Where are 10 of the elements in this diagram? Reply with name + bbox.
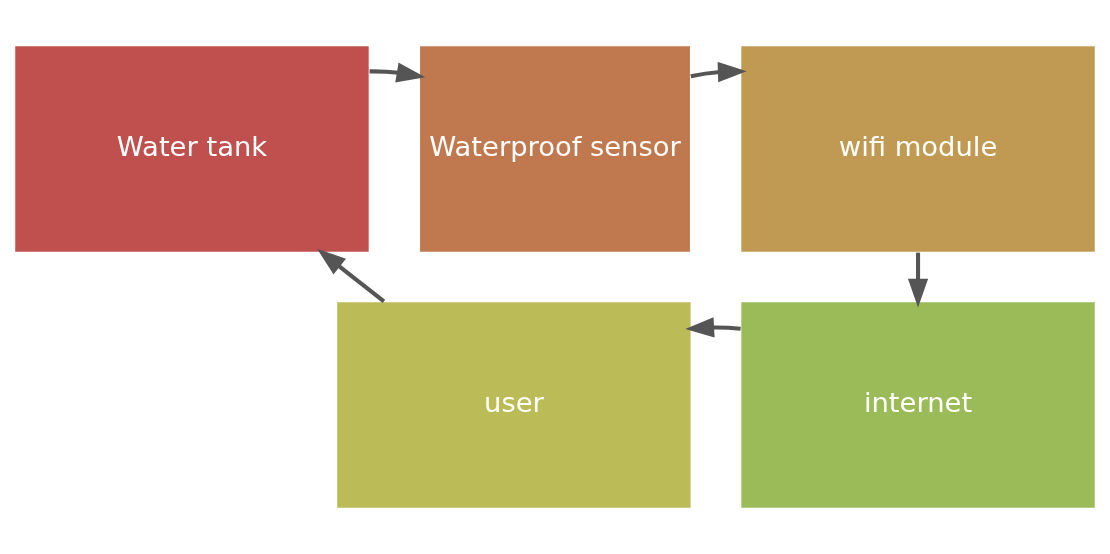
node-box: Water tank [13, 44, 371, 254]
node-box: internet [739, 300, 1097, 510]
arrow [690, 61, 747, 83]
arrow [369, 62, 426, 83]
arrow [317, 248, 386, 303]
node-box: user [335, 300, 692, 510]
node-box: wifi module [739, 44, 1097, 254]
arrow [907, 252, 929, 308]
arrow [685, 317, 741, 338]
node-box: Waterproof sensor [418, 44, 692, 254]
